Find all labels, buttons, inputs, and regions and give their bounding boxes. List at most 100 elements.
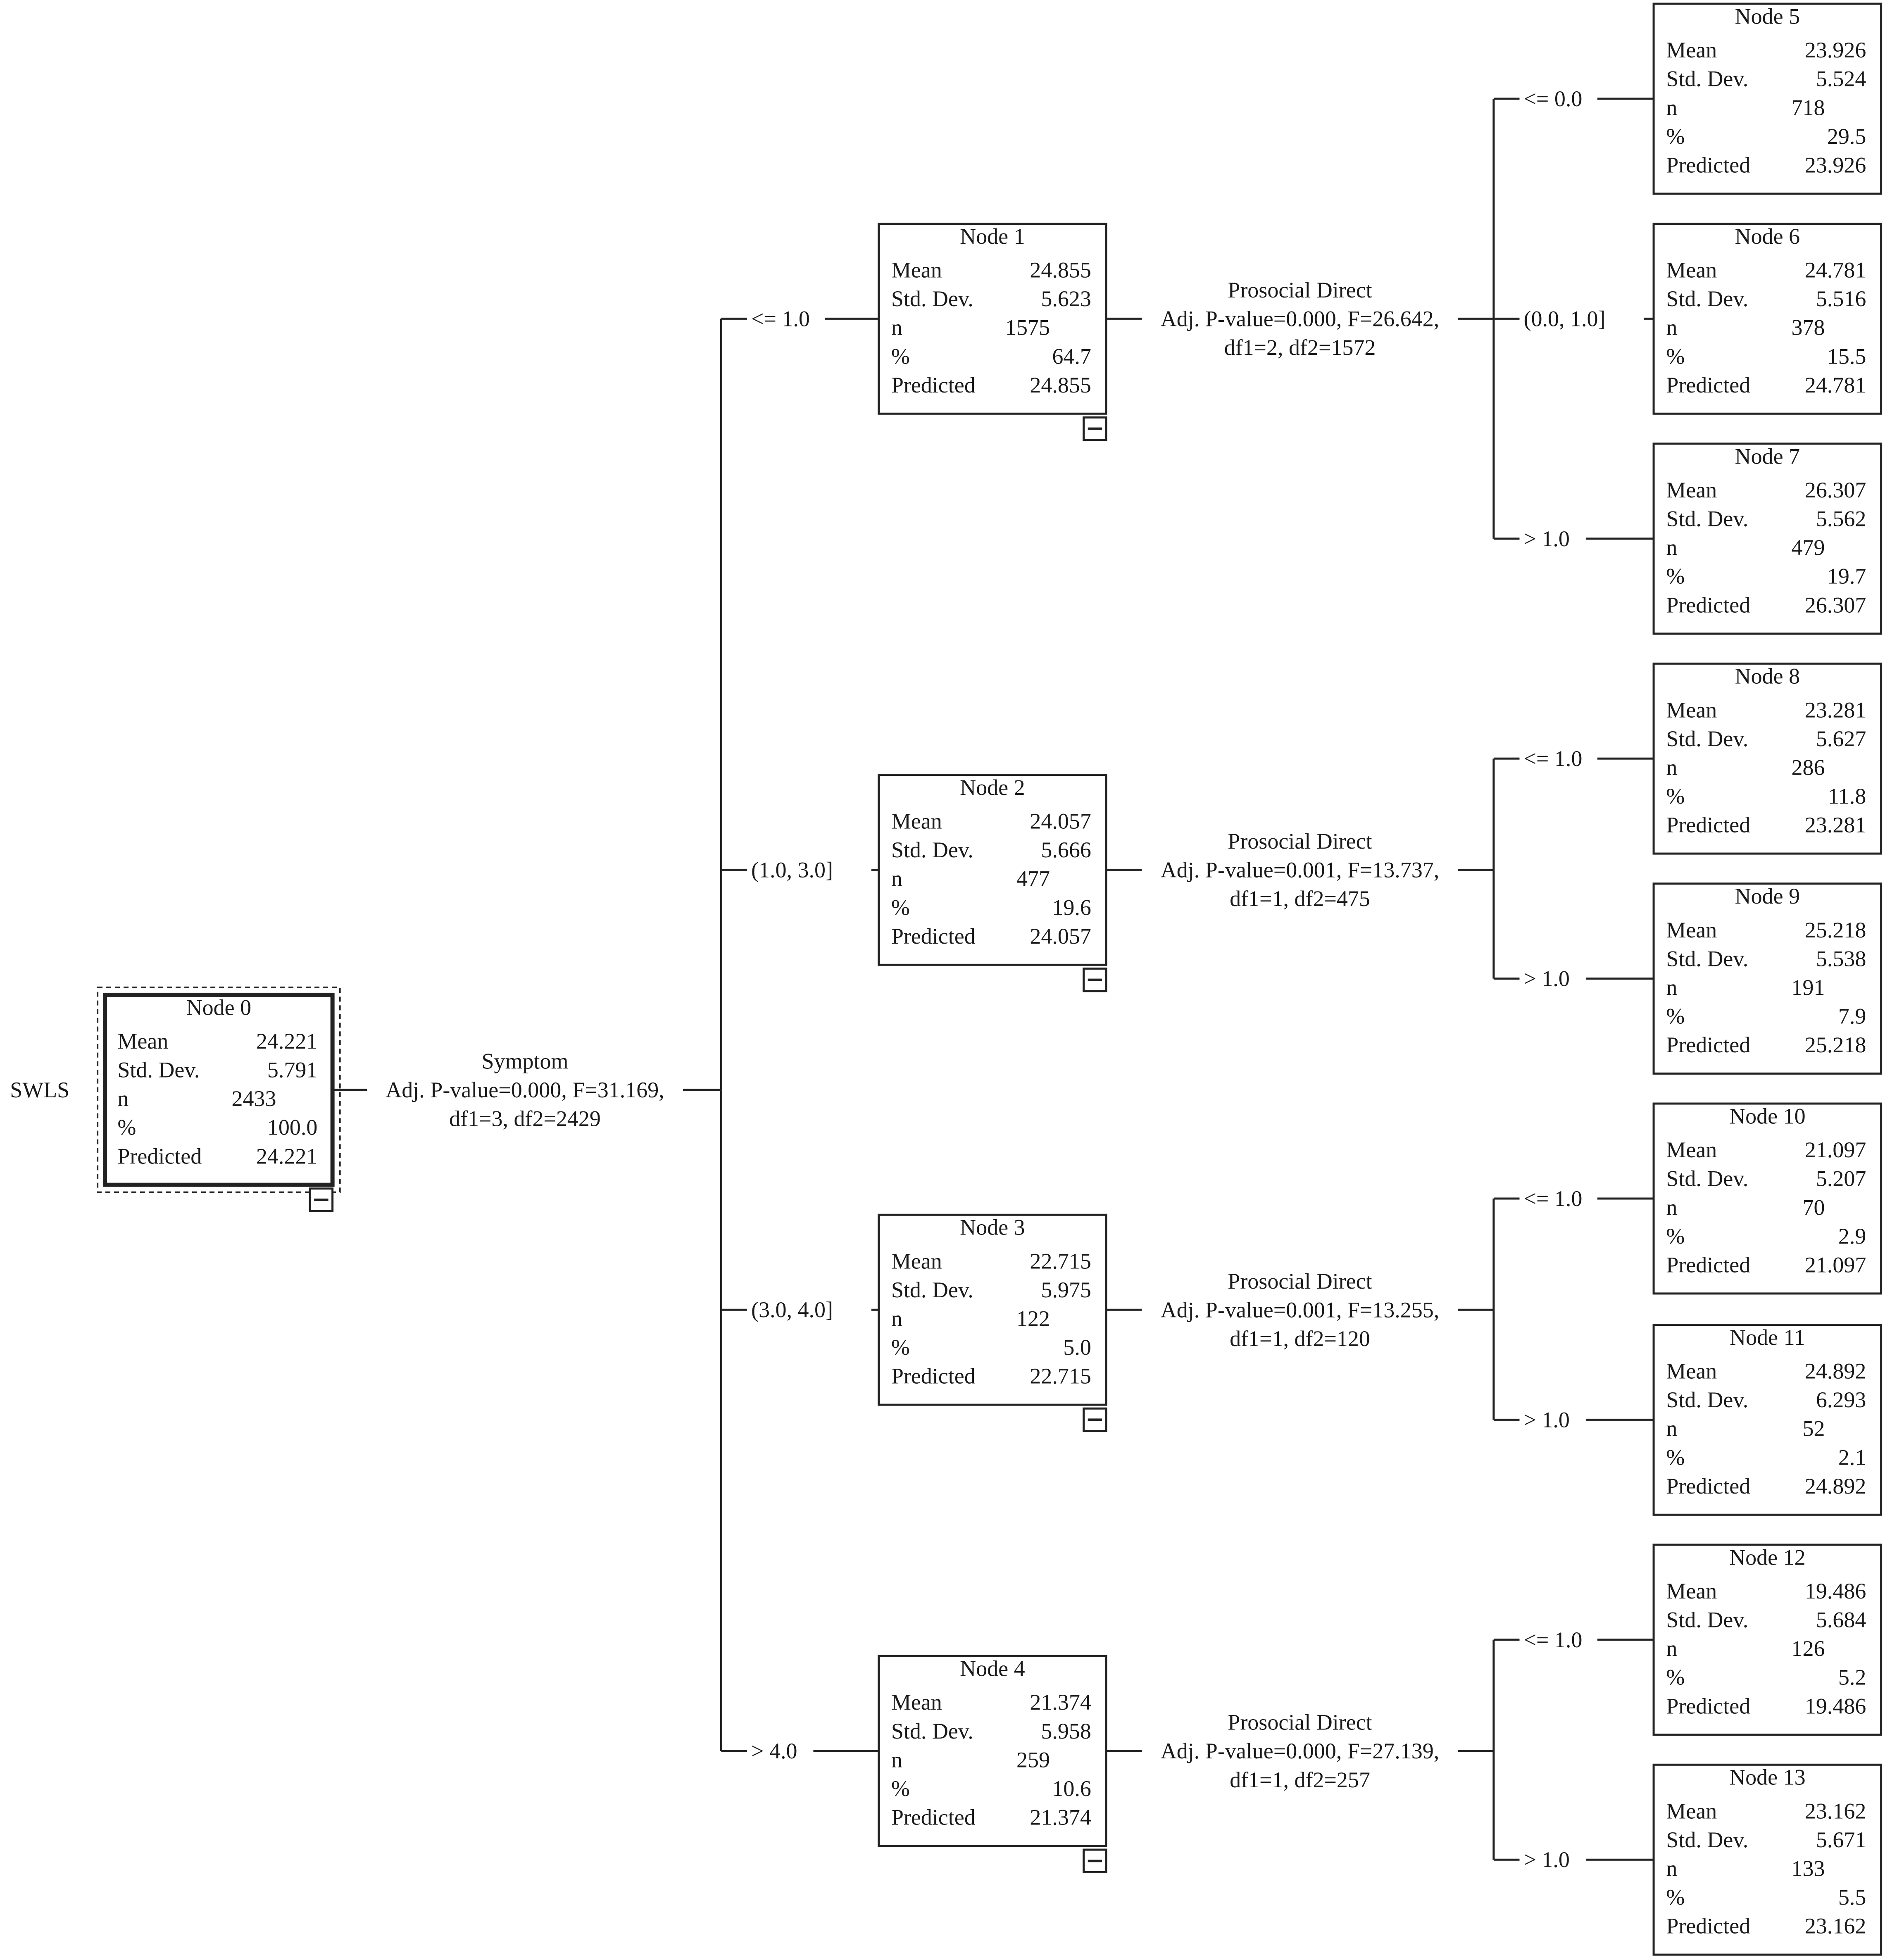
node-title: Node 1 xyxy=(960,224,1025,249)
row-label-n: n xyxy=(891,1306,902,1331)
collapse-button[interactable] xyxy=(1083,967,1107,992)
row-value-mean: 24.855 xyxy=(1030,258,1091,283)
collapse-button[interactable] xyxy=(309,1187,334,1212)
split-statistics: Adj. P-value=0.000, F=26.642, xyxy=(1161,307,1439,331)
row-value-sd: 5.516 xyxy=(1816,286,1866,311)
row-label-mean: Mean xyxy=(117,1029,168,1054)
node-title: Node 0 xyxy=(186,995,251,1020)
row-label-mean: Mean xyxy=(1666,918,1717,942)
row-value-mean: 24.057 xyxy=(1030,809,1091,834)
row-value-mean: 25.218 xyxy=(1805,918,1866,942)
row-value-pred: 22.715 xyxy=(1030,1364,1091,1389)
collapse-button-frame xyxy=(309,1187,334,1212)
row-value-pred: 23.162 xyxy=(1805,1914,1866,1939)
row-label-n: n xyxy=(1666,755,1677,780)
edge-label-background xyxy=(747,1294,871,1318)
row-value-mean: 23.281 xyxy=(1805,697,1866,722)
node-box xyxy=(1652,662,1883,855)
split-label-background xyxy=(1142,813,1458,908)
collapse-button[interactable] xyxy=(1083,1407,1107,1432)
node-box xyxy=(878,774,1107,966)
row-value-mean: 22.715 xyxy=(1030,1249,1091,1273)
row-label-pct: % xyxy=(1666,1665,1685,1690)
row-value-pct: 2.9 xyxy=(1838,1224,1866,1249)
node-box xyxy=(1652,1544,1883,1736)
split-variable: Prosocial Direct xyxy=(1228,278,1372,302)
row-label-pred: Predicted xyxy=(891,373,976,397)
row-label-pred: Predicted xyxy=(1666,152,1750,177)
row-label-mean: Mean xyxy=(891,1690,942,1715)
row-label-n: n xyxy=(1666,315,1677,340)
node-box xyxy=(878,1213,1107,1406)
row-value-pct: 15.5 xyxy=(1827,344,1866,369)
row-value-pct: 19.6 xyxy=(1052,895,1091,920)
split-label-background xyxy=(367,1033,683,1127)
row-value-mean: 19.486 xyxy=(1805,1579,1866,1603)
split-variable: Symptom xyxy=(481,1049,568,1073)
edge-label-background xyxy=(1519,83,1597,106)
row-value-pred: 26.307 xyxy=(1805,592,1866,617)
row-label-n: n xyxy=(1666,1856,1677,1881)
row-label-pred: Predicted xyxy=(891,1364,976,1389)
row-label-sd: Std. Dev. xyxy=(1666,67,1748,91)
target-variable-label: SWLS xyxy=(10,1078,69,1102)
row-label-mean: Mean xyxy=(1666,1798,1717,1823)
row-label-sd: Std. Dev. xyxy=(1666,1827,1748,1852)
row-value-pct: 5.0 xyxy=(1063,1335,1091,1360)
node-box xyxy=(1652,882,1883,1075)
row-label-n: n xyxy=(891,1747,902,1772)
collapse-button[interactable] xyxy=(1083,1848,1107,1873)
split-statistics: Adj. P-value=0.000, F=31.169, xyxy=(386,1078,664,1102)
collapse-button-frame xyxy=(1083,416,1107,441)
node-box xyxy=(1652,1763,1883,1956)
edge-condition-label: <= 1.0 xyxy=(1523,1627,1582,1652)
selection-outline xyxy=(97,986,341,1193)
row-value-n: 286 xyxy=(1792,755,1825,780)
row-label-sd: Std. Dev. xyxy=(891,1719,973,1744)
row-value-n: 126 xyxy=(1792,1636,1825,1661)
row-label-pct: % xyxy=(891,1335,910,1360)
row-value-sd: 5.666 xyxy=(1041,837,1091,862)
split-degrees-of-freedom: df1=1, df2=120 xyxy=(1230,1326,1370,1351)
row-label-n: n xyxy=(1666,1636,1677,1661)
row-value-mean: 23.162 xyxy=(1805,1798,1866,1823)
row-label-pred: Predicted xyxy=(1666,373,1750,397)
row-label-sd: Std. Dev. xyxy=(1666,286,1748,311)
edge-condition-label: <= 0.0 xyxy=(1523,86,1582,111)
edge-condition-label: > 1.0 xyxy=(1523,1407,1569,1432)
row-label-sd: Std. Dev. xyxy=(1666,1608,1748,1632)
node-box xyxy=(103,992,335,1187)
edge-label-background xyxy=(1519,522,1586,546)
row-value-n: 52 xyxy=(1803,1416,1825,1441)
row-value-n: 477 xyxy=(1016,866,1050,891)
collapse-button[interactable] xyxy=(1083,416,1107,441)
edge-label-background xyxy=(747,854,871,878)
split-degrees-of-freedom: df1=3, df2=2429 xyxy=(449,1106,601,1131)
split-statistics: Adj. P-value=0.001, F=13.255, xyxy=(1161,1297,1439,1322)
row-value-sd: 5.684 xyxy=(1816,1608,1866,1632)
row-value-sd: 5.623 xyxy=(1041,286,1091,311)
row-value-pct: 100.0 xyxy=(267,1115,318,1140)
row-value-pct: 5.5 xyxy=(1838,1885,1866,1910)
row-value-mean: 24.221 xyxy=(256,1029,318,1054)
row-label-sd: Std. Dev. xyxy=(1666,1166,1748,1191)
node-title: Node 7 xyxy=(1735,444,1800,469)
row-label-n: n xyxy=(891,315,902,340)
